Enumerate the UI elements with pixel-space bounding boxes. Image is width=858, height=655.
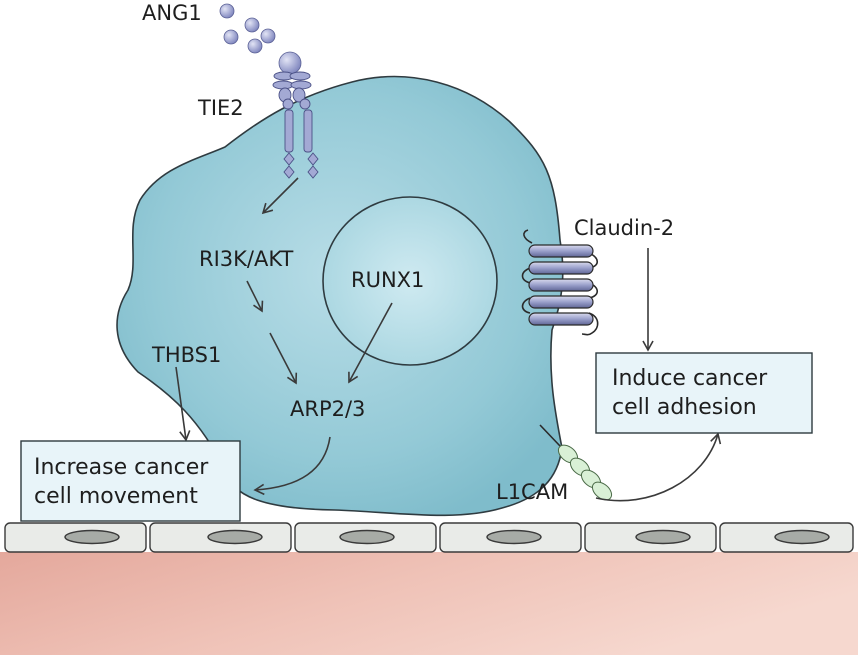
tissue-layer (0, 552, 858, 655)
endothelial-cell (4, 522, 147, 553)
label-thbs1: THBS1 (151, 343, 221, 367)
label-tie2: TIE2 (197, 96, 244, 120)
label-runx1: RUNX1 (351, 268, 424, 292)
claudin-2-protein-icon (521, 229, 599, 336)
box-increase-movement: Increase cancer cell movement (20, 440, 241, 522)
label-l1cam: L1CAM (496, 480, 568, 504)
arrow-arp23-to-movement (253, 436, 331, 496)
pathway-arrows (175, 177, 722, 502)
label-pi3k-akt: RI3K/AKT (199, 247, 293, 271)
tie2-receptor-icon (272, 71, 319, 179)
arrow-tie2-to-pi3k (261, 177, 299, 215)
box-adhesion-line2: cell adhesion (612, 395, 757, 420)
box-induce-adhesion: Induce cancer cell adhesion (595, 352, 813, 434)
endothelial-cell (584, 522, 717, 553)
ang1-ligands (219, 3, 302, 75)
arrow-to-arp23 (269, 332, 298, 385)
endothelial-cell (439, 522, 582, 553)
arrow-pi3k-down (246, 280, 264, 313)
label-ang1: ANG1 (142, 1, 202, 25)
arrow-thbs1-to-movement (175, 366, 191, 442)
endothelial-cell (149, 522, 292, 553)
arrow-l1cam-to-adhesion (595, 432, 722, 502)
l1cam-protein-icon (539, 424, 613, 501)
nucleus (322, 196, 498, 366)
endothelial-cell (719, 522, 854, 553)
arrow-runx1-to-arp23 (348, 302, 393, 384)
box-adhesion-line1: Induce cancer (612, 366, 768, 391)
label-claudin-2: Claudin-2 (574, 216, 674, 240)
box-movement-line1: Increase cancer (34, 455, 209, 480)
box-movement-line2: cell movement (34, 484, 198, 509)
endothelial-layer (4, 522, 854, 553)
endothelial-cell (294, 522, 437, 553)
label-arp23: ARP2/3 (290, 397, 365, 421)
